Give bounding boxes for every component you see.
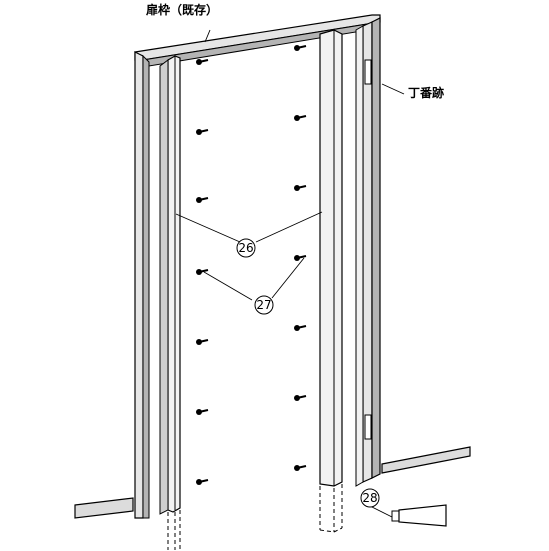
callout-28: 28 [360, 488, 380, 508]
callout-27: 27 [254, 295, 274, 315]
svg-text:27: 27 [256, 298, 271, 312]
screw-5 [196, 339, 209, 345]
screw-13 [294, 395, 307, 401]
screw-2 [196, 129, 209, 135]
screw-12 [294, 325, 307, 331]
screw-group [196, 45, 307, 485]
dashed-extension-left [167, 510, 181, 550]
screw-11 [294, 255, 307, 261]
floor-base-left [74, 497, 134, 519]
screw-8 [294, 45, 307, 51]
screw-14 [294, 465, 307, 471]
existing-door-frame [134, 14, 381, 519]
screw-7 [196, 479, 209, 485]
label-existing-frame: 扉枠（既存） [146, 2, 218, 17]
new-frame-piece-left [159, 55, 181, 515]
callout-26: 26 [236, 238, 256, 258]
hinge-mark-bottom [364, 414, 372, 440]
screw-1 [196, 59, 209, 65]
svg-text:28: 28 [362, 491, 377, 505]
new-frame-piece-right [319, 29, 343, 487]
svg-text:26: 26 [238, 241, 253, 255]
leader-lines [175, 29, 405, 518]
screw-10 [294, 185, 307, 191]
anchor-part-28 [391, 504, 447, 527]
label-hinge-marks: 丁番跡 [408, 85, 444, 100]
screw-4 [196, 269, 209, 275]
hinge-mark-top [364, 59, 372, 85]
screw-6 [196, 409, 209, 415]
floor-base-right [381, 446, 471, 474]
dashed-extension-right [319, 484, 343, 533]
screw-9 [294, 115, 307, 121]
screw-3 [196, 197, 209, 203]
